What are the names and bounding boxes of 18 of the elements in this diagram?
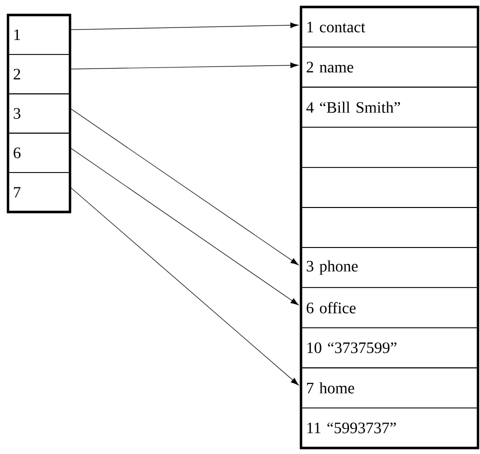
arrow xyxy=(70,108,299,266)
table-cell: 4 “Bill Smith” xyxy=(300,86,478,128)
table-cell: 6 office xyxy=(300,287,478,328)
arrow xyxy=(70,148,299,306)
table-cell: 7 home xyxy=(300,367,478,408)
table-cell: 11 “5993737” xyxy=(300,408,478,448)
table-cell: 7 xyxy=(8,172,70,212)
table-cell: 3 xyxy=(8,93,70,134)
node-label: 1 contact xyxy=(307,22,366,32)
table-cell: 3 phone xyxy=(300,247,478,288)
table-cell: 6 xyxy=(8,132,70,173)
table-cell: 10 “3737599” xyxy=(300,327,478,368)
arrow xyxy=(70,187,299,386)
table-cell: 2 xyxy=(8,54,70,94)
node-label: 1 xyxy=(14,29,20,40)
table-cell: 2 name xyxy=(300,46,478,88)
arrow xyxy=(70,22,298,30)
arrow xyxy=(70,62,298,70)
